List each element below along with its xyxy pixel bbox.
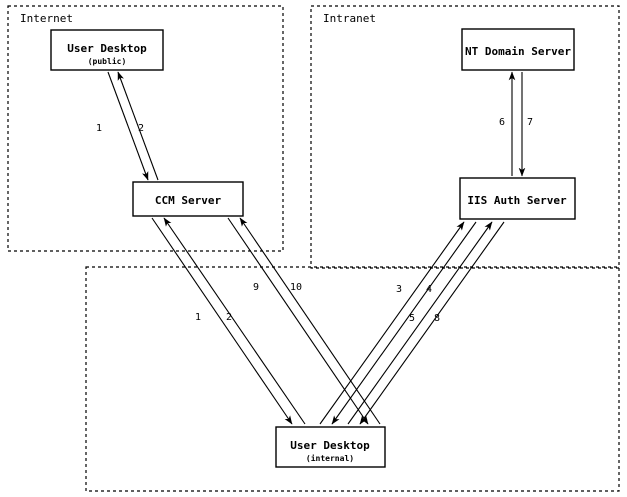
node-title-ccm-server: CCM Server — [155, 194, 222, 207]
flow-line-9 — [227, 217, 369, 425]
step-label-7: 7 — [527, 117, 533, 128]
flow-line-1-internal — [151, 217, 293, 425]
node-iis-auth-server[interactable]: IIS Auth Server — [459, 177, 576, 220]
step-label-6: 6 — [499, 117, 505, 128]
node-user-desktop-internal[interactable]: User Desktop (internal) — [275, 426, 386, 468]
zone-internet-boundary — [7, 5, 284, 252]
connector-iis-nt-domain — [508, 71, 526, 177]
flow-line-2-public — [117, 71, 159, 181]
zone-label-intranet: Intranet — [323, 12, 376, 25]
flow-line-1-public — [107, 71, 149, 181]
node-box-nt-domain-server[interactable] — [461, 28, 575, 71]
node-subtitle-user-desktop-internal: (internal) — [306, 453, 354, 463]
connector-internal-desktop-iis-34 — [319, 221, 477, 425]
flow-line-8 — [359, 221, 505, 425]
step-label-8: 8 — [434, 313, 440, 324]
flow-line-4 — [331, 221, 477, 425]
step-label-1-internal: 1 — [195, 312, 201, 323]
zone-internal-boundary — [85, 266, 620, 492]
node-title-iis-auth-server: IIS Auth Server — [467, 194, 567, 207]
node-subtitle-user-desktop-public: (public) — [88, 56, 127, 66]
step-label-5: 5 — [409, 313, 415, 324]
node-ccm-server[interactable]: CCM Server — [132, 181, 244, 217]
node-box-user-desktop-public[interactable] — [50, 29, 164, 71]
step-label-1-public: 1 — [96, 123, 102, 134]
flow-line-2-internal — [163, 217, 306, 425]
zone-intranet-boundary — [310, 5, 620, 269]
step-label-4: 4 — [426, 284, 432, 295]
connector-internal-desktop-ccm-910 — [227, 217, 381, 425]
step-label-2-public: 2 — [138, 123, 144, 134]
node-title-user-desktop-public: User Desktop — [67, 42, 147, 55]
zone-label-internet: Internet — [20, 12, 73, 25]
flow-line-5 — [347, 221, 493, 425]
flow-line-3 — [319, 221, 465, 425]
node-box-iis-auth-server[interactable] — [459, 177, 576, 220]
step-label-9: 9 — [253, 282, 259, 293]
step-label-3: 3 — [396, 284, 402, 295]
connector-internal-desktop-ccm-12 — [151, 217, 306, 425]
node-title-user-desktop-internal: User Desktop — [290, 439, 370, 452]
node-box-user-desktop-internal[interactable] — [275, 426, 386, 468]
step-label-10: 10 — [290, 282, 302, 293]
node-title-nt-domain-server: NT Domain Server — [465, 45, 571, 58]
node-nt-domain-server[interactable]: NT Domain Server — [461, 28, 575, 71]
step-label-2-internal: 2 — [226, 312, 232, 323]
node-box-ccm-server[interactable] — [132, 181, 244, 217]
node-user-desktop-public[interactable]: User Desktop (public) — [50, 29, 164, 71]
connector-public-desktop-ccm — [107, 71, 159, 181]
connector-internal-desktop-iis-58 — [347, 221, 505, 425]
flow-line-10 — [239, 217, 381, 425]
